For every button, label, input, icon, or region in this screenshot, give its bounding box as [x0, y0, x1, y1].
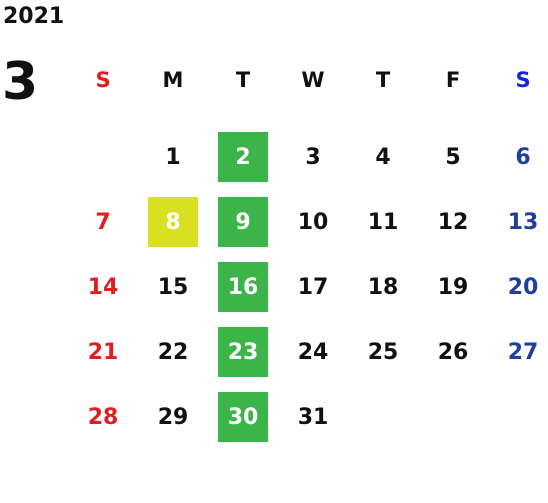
- calendar-day-number: 15: [157, 275, 189, 300]
- calendar-day-number: 2: [235, 145, 251, 170]
- calendar-year: 2021: [3, 4, 65, 29]
- calendar-day-cell[interactable]: 1: [138, 125, 208, 190]
- calendar-day-cell[interactable]: 7: [68, 190, 138, 255]
- calendar-day-number: 28: [87, 405, 119, 430]
- calendar-day-cell[interactable]: 3: [278, 125, 348, 190]
- calendar-day-cell[interactable]: 21: [68, 320, 138, 385]
- calendar-day-cell[interactable]: 24: [278, 320, 348, 385]
- calendar-day-number: 3: [305, 145, 321, 170]
- calendar-day-number: 25: [367, 340, 399, 365]
- calendar-day-cell[interactable]: 31: [278, 385, 348, 450]
- weekday-header-sat: S: [515, 68, 531, 92]
- calendar-day-cell[interactable]: 18: [348, 255, 418, 320]
- calendar-day-cell[interactable]: 12: [418, 190, 488, 255]
- calendar-day-number: 9: [235, 210, 251, 235]
- calendar-empty-cell: [418, 385, 488, 450]
- calendar-day-cell[interactable]: 11: [348, 190, 418, 255]
- calendar-day-cell[interactable]: 17: [278, 255, 348, 320]
- calendar-day-cell[interactable]: 2: [208, 125, 278, 190]
- calendar-day-cell[interactable]: 13: [488, 190, 548, 255]
- calendar-day-number: 1: [165, 145, 181, 170]
- weekday-header-mon: M: [162, 68, 184, 92]
- calendar-day-cell[interactable]: 26: [418, 320, 488, 385]
- calendar-day-number: 18: [367, 275, 399, 300]
- calendar-day-cell[interactable]: 4: [348, 125, 418, 190]
- calendar-day-number: 12: [437, 210, 469, 235]
- weekday-header-thu: T: [375, 68, 391, 92]
- calendar-day-cell[interactable]: 14: [68, 255, 138, 320]
- calendar-day-number: 14: [87, 275, 119, 300]
- calendar-day-cell[interactable]: 28: [68, 385, 138, 450]
- calendar-day-cell[interactable]: 5: [418, 125, 488, 190]
- calendar-day-number: 31: [297, 405, 329, 430]
- calendar-empty-cell: [348, 385, 418, 450]
- calendar-day-number: 26: [437, 340, 469, 365]
- calendar-day-number: 7: [95, 210, 111, 235]
- calendar-day-cell[interactable]: 19: [418, 255, 488, 320]
- calendar-day-number: 22: [157, 340, 189, 365]
- calendar-day-number: 17: [297, 275, 329, 300]
- calendar-day-number: 21: [87, 340, 119, 365]
- calendar-day-number: 30: [227, 405, 259, 430]
- calendar-day-cell[interactable]: 10: [278, 190, 348, 255]
- calendar-day-cell[interactable]: 16: [208, 255, 278, 320]
- calendar-day-cell[interactable]: 15: [138, 255, 208, 320]
- calendar-day-cell[interactable]: 22: [138, 320, 208, 385]
- weekday-header-fri: F: [445, 68, 461, 92]
- calendar-day-number: 4: [375, 145, 391, 170]
- weekday-header-sun: S: [95, 68, 111, 92]
- calendar-day-cell[interactable]: 25: [348, 320, 418, 385]
- calendar-day-cell[interactable]: 29: [138, 385, 208, 450]
- calendar-day-cell[interactable]: 8: [138, 190, 208, 255]
- calendar-day-number: 13: [507, 210, 539, 235]
- calendar-day-number: 11: [367, 210, 399, 235]
- calendar-day-number: 20: [507, 275, 539, 300]
- calendar-day-cell[interactable]: 27: [488, 320, 548, 385]
- calendar-day-number: 24: [297, 340, 329, 365]
- calendar-day-number: 27: [507, 340, 539, 365]
- calendar-day-number: 10: [297, 210, 329, 235]
- calendar-day-cell[interactable]: 20: [488, 255, 548, 320]
- calendar-day-cell[interactable]: 30: [208, 385, 278, 450]
- calendar-day-number: 6: [515, 145, 531, 170]
- calendar-month: 3: [2, 52, 39, 112]
- calendar-day-number: 19: [437, 275, 469, 300]
- calendar-empty-cell: [68, 125, 138, 190]
- calendar-day-number: 29: [157, 405, 189, 430]
- calendar-empty-cell: [488, 385, 548, 450]
- calendar-day-cell[interactable]: 23: [208, 320, 278, 385]
- calendar-day-cell[interactable]: 6: [488, 125, 548, 190]
- calendar-day-number: 5: [445, 145, 461, 170]
- weekday-header-wed: W: [301, 68, 325, 92]
- weekday-header-tue: T: [235, 68, 251, 92]
- calendar-day-cell[interactable]: 9: [208, 190, 278, 255]
- calendar-day-number: 23: [227, 340, 259, 365]
- calendar-day-number: 8: [165, 210, 181, 235]
- calendar-day-number: 16: [227, 275, 259, 300]
